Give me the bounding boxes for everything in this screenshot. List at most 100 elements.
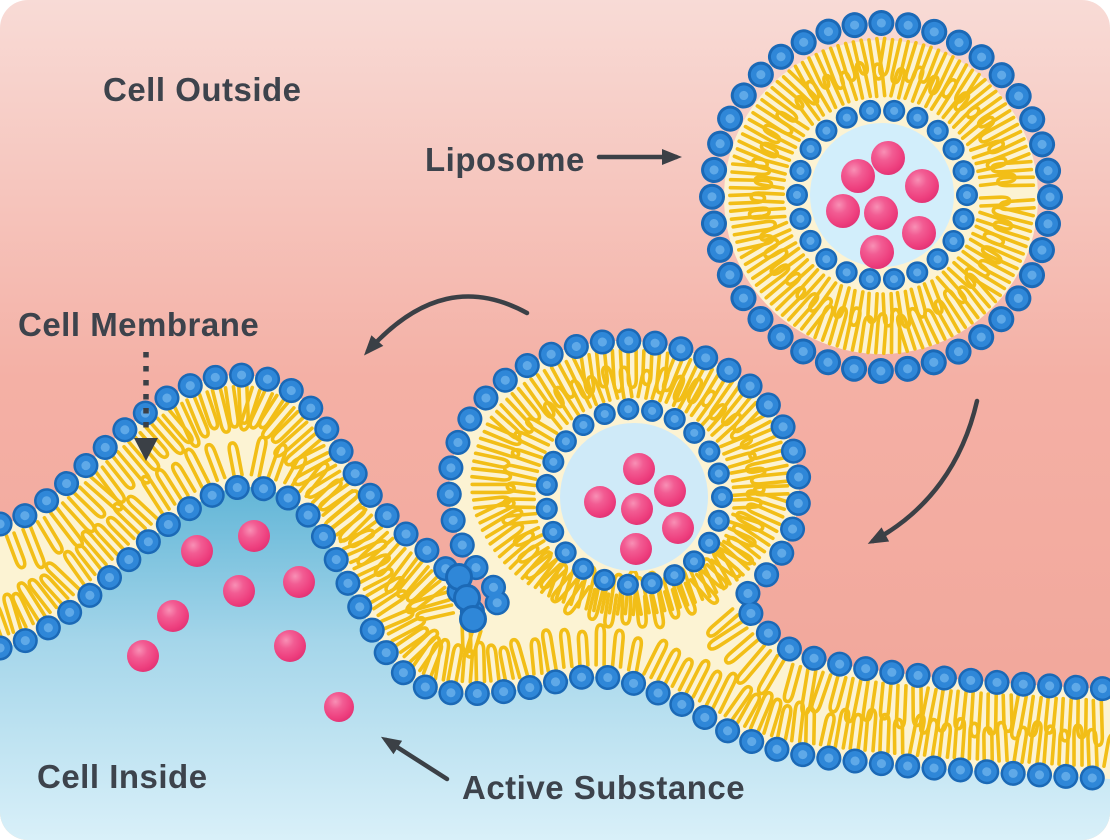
lipid-tail	[878, 712, 891, 754]
lipid-tail	[710, 671, 738, 714]
lipid-tail	[170, 461, 197, 497]
lipid-tail	[804, 706, 817, 746]
lipid-tail	[266, 442, 288, 482]
lipid-tail	[729, 466, 767, 483]
lipid-tail	[941, 91, 971, 125]
lipid-tail	[700, 403, 728, 432]
lipid-tail	[969, 139, 1006, 160]
lipid-tail	[688, 572, 720, 605]
lipid-tail	[338, 528, 376, 551]
lipid-tail	[210, 386, 232, 434]
lipid-tail	[1042, 724, 1057, 766]
lipid-tail	[634, 594, 648, 629]
lipid-tail	[951, 105, 981, 135]
lipid-tail	[723, 684, 754, 722]
lipid-tail	[724, 526, 757, 548]
lipid-tail	[697, 669, 723, 707]
lipid-tail	[27, 577, 59, 615]
lipid-tail	[822, 73, 845, 110]
lipid-tail	[848, 712, 864, 752]
lipid-tail	[964, 237, 1003, 265]
lipid-tail	[1102, 732, 1110, 770]
lipid-tail	[576, 629, 590, 668]
lipid-tail	[345, 539, 388, 565]
lipid-tail	[650, 366, 670, 403]
lipid-tail	[832, 284, 851, 319]
lipid-tail	[330, 505, 367, 537]
lipid-tail	[700, 563, 729, 590]
lipid-tail	[149, 416, 186, 456]
lipid-tail	[501, 511, 539, 526]
lipid-tail	[748, 440, 786, 461]
lipid-tail	[386, 616, 427, 643]
lipid-tail	[352, 553, 391, 578]
lipid-tail	[365, 576, 406, 605]
lipid-tail	[756, 653, 787, 696]
lipid-tail	[636, 368, 652, 400]
lipid-tail	[138, 425, 170, 460]
lipid-tail	[863, 707, 878, 753]
lipid-tail	[62, 549, 93, 586]
lipid-tail	[735, 643, 773, 685]
lipid-tail	[620, 594, 633, 626]
lipid-tail	[833, 707, 851, 750]
lipid-tail	[728, 177, 774, 191]
lipid-tail	[818, 712, 836, 749]
lipid-tail	[358, 567, 394, 592]
lipid-tail	[93, 522, 125, 557]
lipid-tail	[881, 291, 895, 328]
lipid-tail	[502, 497, 537, 510]
lipid-tail	[762, 697, 783, 738]
lipid-tail	[995, 720, 1009, 763]
lipid-tail	[974, 156, 1008, 174]
lipid-tail	[540, 628, 558, 673]
lipid-tail	[16, 581, 47, 622]
lipid-tail	[748, 690, 774, 734]
lipid-tail	[775, 110, 810, 138]
cell-inside-region	[0, 487, 1110, 840]
lipid-tail	[916, 74, 940, 109]
lipid-tail	[298, 461, 330, 499]
label-cell-outside: Cell Outside	[103, 71, 302, 108]
lipid-tail	[909, 285, 927, 319]
lipid-tail	[11, 591, 35, 629]
lipid-tail	[321, 489, 360, 524]
lipid-tail	[895, 289, 912, 329]
lipid-tail	[731, 483, 766, 498]
lipid-tail	[510, 447, 544, 467]
lipid-tail	[480, 508, 524, 539]
lipid-tail	[1012, 725, 1029, 765]
lipid-tail	[795, 268, 826, 301]
lipid-tail	[44, 561, 81, 597]
lipid-tail	[237, 385, 250, 426]
lipid-tail	[550, 572, 579, 604]
lipid-tail	[762, 123, 801, 150]
lipid-tail	[524, 551, 558, 581]
lipid-tail	[922, 279, 944, 316]
lipid-tail	[670, 657, 694, 692]
lipid-tail	[594, 350, 610, 389]
lipid-tail	[649, 592, 666, 630]
lipid-tail	[758, 220, 792, 242]
lipid-tail	[854, 61, 873, 100]
lipid-tail	[952, 717, 967, 760]
lipid-tail	[892, 717, 905, 756]
lipid-tail	[736, 692, 762, 728]
lipid-tail	[982, 726, 994, 762]
lipid-tail	[956, 249, 991, 278]
lipid-tail	[663, 587, 681, 620]
active-substance-dots-cell	[127, 520, 354, 722]
lipid-tail	[371, 589, 408, 618]
lipid-tail	[848, 288, 865, 328]
cell-membrane-pointer-head	[134, 438, 158, 461]
lipid-tail	[140, 474, 171, 516]
lipid-tail	[935, 270, 967, 305]
lipid-tail	[603, 592, 619, 629]
lipid-tail	[125, 494, 159, 526]
lipid-tail	[710, 412, 743, 443]
lipid-tail	[719, 434, 754, 456]
lipid-tail	[1072, 723, 1084, 767]
lipid-tail	[723, 632, 760, 665]
lipid-tail	[594, 623, 607, 667]
